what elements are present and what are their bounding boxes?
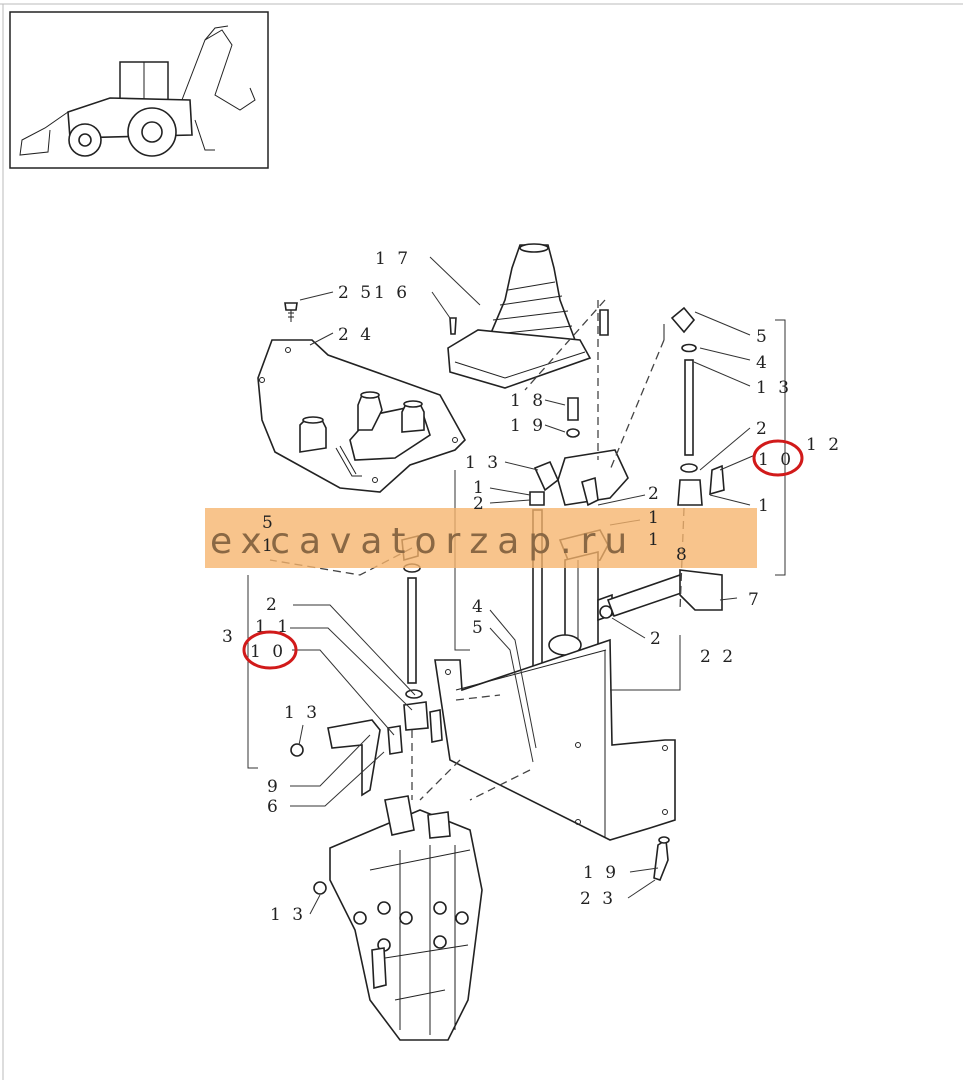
label-8: 8 [676, 545, 690, 565]
label-22: 2 2 [700, 647, 736, 667]
label-12: 1 2 [806, 435, 842, 455]
label-6: 6 [267, 797, 281, 817]
label-5: 5 [756, 327, 770, 347]
highlight-markers [242, 439, 804, 670]
label-13: 1 3 [270, 905, 306, 925]
screw-part [284, 302, 298, 322]
label-10-left: 1 0 [250, 642, 286, 662]
label-3: 3 [222, 627, 236, 647]
label-13: 1 3 [465, 453, 501, 473]
label-5: 5 [472, 618, 486, 638]
label-19: 1 9 [510, 416, 546, 436]
label-17: 1 7 [375, 249, 411, 269]
label-2: 2 [266, 595, 280, 615]
bolt-part [566, 309, 609, 438]
label-4: 4 [756, 353, 770, 373]
label-1: 1 [648, 530, 662, 550]
arm-bracket [599, 569, 723, 619]
watermark: excavatorzap.ru [205, 508, 757, 568]
joint-block [529, 449, 629, 507]
control-valve [313, 795, 483, 1041]
label-1: 1 [262, 536, 276, 556]
bolt-part [653, 836, 670, 881]
part-labels: 1 7 2 51 6 2 4 5 4 1 3 2 1 0 1 2 1 1 8 1… [222, 249, 842, 925]
label-1: 1 [473, 478, 487, 498]
linkage-rod-right [663, 306, 725, 506]
label-18: 1 8 [510, 391, 546, 411]
watermark-text: excavatorzap.ru [210, 521, 636, 562]
label-13: 1 3 [284, 703, 320, 723]
lever-bracket [290, 719, 381, 797]
screw-part [449, 317, 457, 335]
label-1: 1 [758, 496, 772, 516]
label-9: 9 [267, 777, 281, 797]
mounting-bracket [434, 638, 676, 841]
backhoe-loader-icon [9, 11, 269, 169]
label-10-right: 1 0 [758, 450, 794, 470]
label-23: 2 3 [580, 889, 616, 909]
highlight-circle-right [752, 439, 804, 477]
label-2: 2 [756, 419, 770, 439]
control-lever-boot [447, 243, 592, 389]
label-13: 1 3 [756, 378, 792, 398]
linkage-rod-left [387, 534, 443, 755]
label-5: 5 [262, 513, 276, 533]
label-2: 2 [650, 629, 664, 649]
label-4: 4 [472, 597, 486, 617]
label-2: 2 [648, 484, 662, 504]
label-2516: 2 51 6 [338, 283, 410, 303]
leader-lines [290, 256, 756, 915]
label-2: 2 [473, 494, 487, 514]
label-1: 1 [648, 508, 662, 528]
label-24: 2 4 [338, 325, 374, 345]
label-7: 7 [748, 590, 762, 610]
highlight-circle-left [242, 630, 298, 670]
label-19: 1 9 [583, 863, 619, 883]
cover-plate [257, 339, 466, 493]
